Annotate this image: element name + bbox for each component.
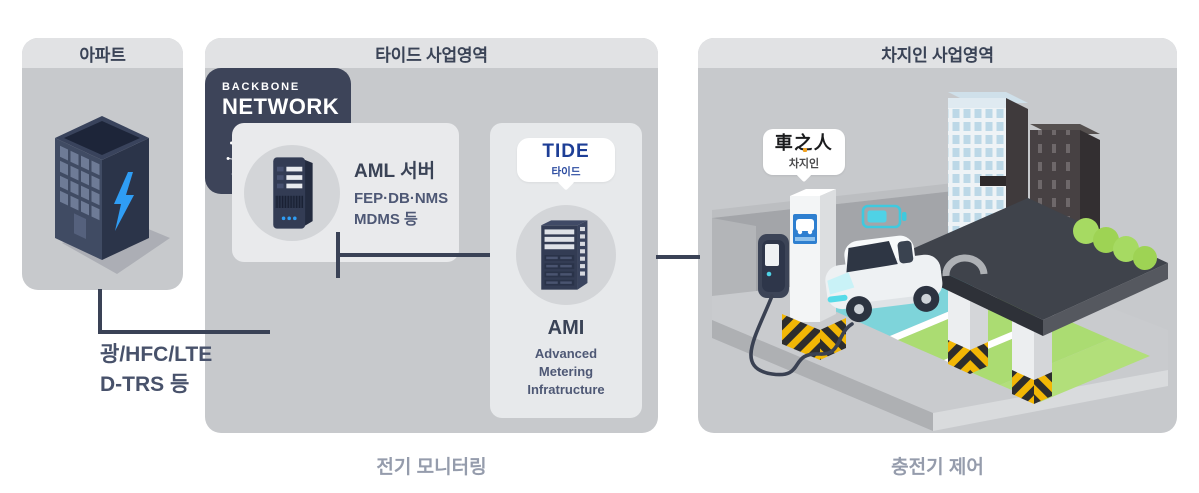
wheel-barrier xyxy=(942,254,988,277)
tide-panel: 타이드 사업영역 xyxy=(205,38,658,433)
deck-front-right xyxy=(1043,263,1168,336)
aml-server-box: AML 서버 FEP·DB·NMS MDMS 등 xyxy=(232,123,459,262)
network-label: NETWORK xyxy=(222,94,340,119)
chargein-logo-sub: 차지인 xyxy=(788,157,820,170)
apartment-building-illustration xyxy=(55,116,170,274)
car-window xyxy=(846,240,898,273)
building-door xyxy=(74,213,86,239)
server-tower-icon xyxy=(273,156,313,229)
electric-car xyxy=(825,235,943,323)
line-aml-to-ami xyxy=(336,253,490,257)
tide-panel-body: AML 서버 FEP·DB·NMS MDMS 등 TIDE 타이드 xyxy=(205,68,658,433)
battery-icon xyxy=(861,204,907,229)
station-hazard-base-left xyxy=(782,314,820,360)
chargein-logo: 車之人 xyxy=(774,132,834,153)
bushes xyxy=(1073,218,1157,270)
ami-box: TIDE 타이드 xyxy=(490,123,642,418)
apartment-panel: 아파트 xyxy=(22,38,183,290)
apartment-panel-body xyxy=(22,68,183,290)
station-hazard-base-right xyxy=(820,318,846,360)
chargein-brand-bubble: 車之人 차지인 xyxy=(763,129,845,175)
tide-panel-title: 타이드 사업영역 xyxy=(375,45,488,65)
apartment-panel-header: 아파트 xyxy=(22,38,183,68)
aml-server-title: AML 서버 xyxy=(354,160,436,182)
logo-accent-dot xyxy=(803,147,808,152)
apartment-panel-title: 아파트 xyxy=(79,45,126,65)
line-apartment-down xyxy=(98,289,102,334)
car-headlight xyxy=(827,294,848,303)
aml-server-subtitle: FEP·DB·NMS MDMS 등 xyxy=(354,189,449,228)
garage-wall-top-edge xyxy=(712,178,998,218)
chargein-panel-title: 차지인 사업영역 xyxy=(881,45,994,65)
ami-subtitle: Advanced Metering Infratructure xyxy=(527,346,605,397)
lightning-icon xyxy=(114,172,134,231)
server-rack-icon xyxy=(541,220,588,290)
tide-logo: TIDE xyxy=(542,140,590,162)
ev-charging-scene-illustration xyxy=(712,92,1168,431)
ami-title: AMI xyxy=(547,317,585,339)
building-top-inner xyxy=(64,121,140,155)
chargein-panel-header: 차지인 사업영역 xyxy=(698,38,1177,68)
garage-floor-edge-right xyxy=(933,370,1168,431)
tide-logo-sub: 타이드 xyxy=(551,165,581,178)
tide-panel-header: 타이드 사업영역 xyxy=(205,38,658,68)
ami-server-circle xyxy=(516,205,616,305)
chargein-panel-caption: 충전기 제어 xyxy=(891,457,984,478)
car-windshield-glow xyxy=(827,272,855,295)
backbone-label: BACKBONE xyxy=(222,81,300,93)
line-ami-to-chargein xyxy=(656,255,700,259)
chargein-panel: 차지인 사업영역 xyxy=(698,38,1177,433)
chargein-panel-body: 車之人 차지인 xyxy=(698,68,1177,433)
aml-server-circle xyxy=(244,144,340,241)
charging-cable xyxy=(749,294,854,377)
connection-type-label: 광/HFC/LTE D-TRS 등 xyxy=(100,343,213,396)
charging-station xyxy=(749,189,854,377)
deck-top xyxy=(903,198,1168,320)
aml-server-text: AML 서버 FEP·DB·NMS MDMS 등 xyxy=(354,156,448,230)
tide-logo-bubble: TIDE 타이드 xyxy=(517,138,615,182)
charger-screen xyxy=(765,244,779,266)
line-apartment-to-backbone xyxy=(98,330,270,334)
tide-panel-caption: 전기 모니터링 xyxy=(376,457,487,478)
garage-floor-edge-left xyxy=(712,320,933,431)
building-windows xyxy=(60,145,100,239)
